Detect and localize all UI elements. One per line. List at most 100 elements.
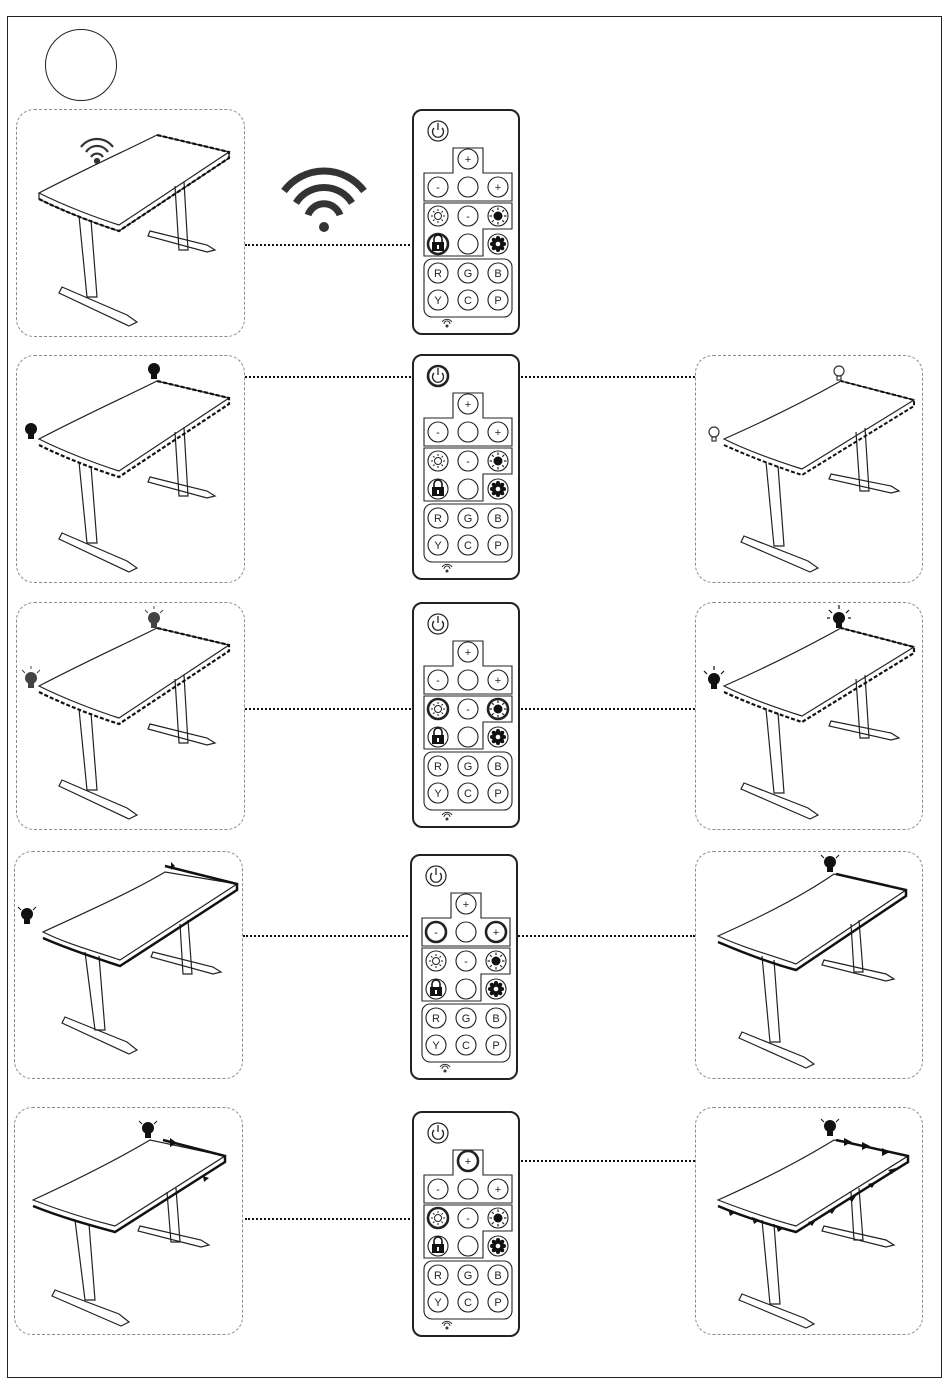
blue-button[interactable]: B — [488, 1265, 508, 1285]
red-button[interactable]: R — [428, 263, 448, 283]
lock-button[interactable] — [428, 727, 448, 747]
lock-button[interactable] — [428, 479, 448, 499]
bulb-on-icon — [821, 855, 839, 872]
brightness-down-button[interactable] — [426, 951, 446, 971]
cyan-button[interactable]: C — [458, 1292, 478, 1312]
blue-button[interactable]: B — [486, 1008, 506, 1028]
brightness-down-button[interactable] — [428, 1208, 448, 1228]
settings-button[interactable] — [486, 979, 506, 999]
center-button[interactable] — [458, 177, 478, 197]
power-button[interactable] — [426, 866, 446, 886]
mode-button[interactable] — [458, 1236, 478, 1256]
purple-button[interactable]: P — [488, 535, 508, 555]
cyan-button[interactable]: C — [458, 783, 478, 803]
cyan-button[interactable]: C — [458, 535, 478, 555]
power-button[interactable] — [428, 614, 448, 634]
yellow-button[interactable]: Y — [428, 535, 448, 555]
brightness-down-icon — [435, 706, 442, 713]
desk-illustration — [696, 603, 924, 831]
minus-button[interactable]: - — [458, 699, 478, 719]
mode-button[interactable] — [458, 234, 478, 254]
center-button[interactable] — [458, 422, 478, 442]
brightness-up-button[interactable] — [488, 206, 508, 226]
green-button[interactable]: G — [458, 1265, 478, 1285]
minus-button[interactable]: - — [458, 206, 478, 226]
power-button[interactable] — [428, 1123, 448, 1143]
minus-button[interactable]: - — [458, 1208, 478, 1228]
desk-illustration — [696, 852, 924, 1080]
settings-button[interactable] — [488, 479, 508, 499]
yellow-button[interactable]: Y — [428, 783, 448, 803]
green-button[interactable]: G — [456, 1008, 476, 1028]
center-button[interactable] — [458, 1179, 478, 1199]
right-button[interactable]: + — [488, 177, 508, 197]
lock-button[interactable] — [428, 234, 448, 254]
brightness-up-button[interactable] — [488, 699, 508, 719]
settings-button[interactable] — [488, 1236, 508, 1256]
purple-button[interactable]: P — [488, 290, 508, 310]
left-button[interactable]: - — [428, 422, 448, 442]
yellow-button[interactable]: Y — [428, 1292, 448, 1312]
purple-button[interactable]: P — [488, 1292, 508, 1312]
yellow-button[interactable]: Y — [426, 1035, 446, 1055]
svg-text:B: B — [494, 761, 501, 773]
up-button[interactable]: + — [458, 149, 478, 169]
bulb-bright-icon — [704, 666, 724, 689]
purple-button[interactable]: P — [488, 783, 508, 803]
remote-control: +-+-RGBYCP — [412, 109, 520, 335]
brightness-up-button[interactable] — [486, 951, 506, 971]
center-button[interactable] — [456, 922, 476, 942]
blue-button[interactable]: B — [488, 508, 508, 528]
minus-button[interactable]: - — [456, 951, 476, 971]
red-button[interactable]: R — [426, 1008, 446, 1028]
blue-button[interactable]: B — [488, 756, 508, 776]
up-button[interactable]: + — [458, 1151, 478, 1171]
yellow-button[interactable]: Y — [428, 290, 448, 310]
left-button[interactable]: - — [428, 177, 448, 197]
settings-button[interactable] — [488, 727, 508, 747]
left-button[interactable]: - — [428, 670, 448, 690]
right-button[interactable]: + — [488, 422, 508, 442]
center-button[interactable] — [458, 670, 478, 690]
svg-text:B: B — [494, 1270, 501, 1282]
green-button[interactable]: G — [458, 263, 478, 283]
left-button[interactable]: - — [428, 1179, 448, 1199]
svg-text:B: B — [492, 1013, 499, 1025]
up-button[interactable]: + — [458, 394, 478, 414]
mode-button[interactable] — [456, 979, 476, 999]
red-button[interactable]: R — [428, 508, 448, 528]
power-button[interactable] — [428, 121, 448, 141]
brightness-down-button[interactable] — [428, 451, 448, 471]
brightness-up-button[interactable] — [488, 451, 508, 471]
svg-text:R: R — [434, 1270, 442, 1282]
blue-button[interactable]: B — [488, 263, 508, 283]
up-button[interactable]: + — [456, 894, 476, 914]
brightness-down-button[interactable] — [428, 699, 448, 719]
red-button[interactable]: R — [428, 1265, 448, 1285]
svg-text:+: + — [495, 427, 501, 439]
right-button[interactable]: + — [488, 670, 508, 690]
red-button[interactable]: R — [428, 756, 448, 776]
lock-button[interactable] — [428, 1236, 448, 1256]
power-button[interactable] — [428, 366, 448, 386]
mode-button[interactable] — [458, 727, 478, 747]
right-button[interactable]: + — [488, 1179, 508, 1199]
lock-button[interactable] — [426, 979, 446, 999]
minus-button[interactable]: - — [458, 451, 478, 471]
brightness-up-button[interactable] — [488, 1208, 508, 1228]
green-button[interactable]: G — [458, 508, 478, 528]
cyan-button[interactable]: C — [456, 1035, 476, 1055]
right-button[interactable]: + — [486, 922, 506, 942]
up-button[interactable]: + — [458, 642, 478, 662]
desk-illustration — [17, 603, 246, 831]
left-button[interactable]: - — [426, 922, 446, 942]
brightness-down-button[interactable] — [428, 206, 448, 226]
mode-button[interactable] — [458, 479, 478, 499]
settings-button[interactable] — [488, 234, 508, 254]
cyan-button[interactable]: C — [458, 290, 478, 310]
purple-button[interactable]: P — [486, 1035, 506, 1055]
green-button[interactable]: G — [458, 756, 478, 776]
bulb-on-icon — [821, 1119, 839, 1136]
svg-text:C: C — [464, 540, 472, 552]
desk-illustration — [15, 852, 244, 1080]
